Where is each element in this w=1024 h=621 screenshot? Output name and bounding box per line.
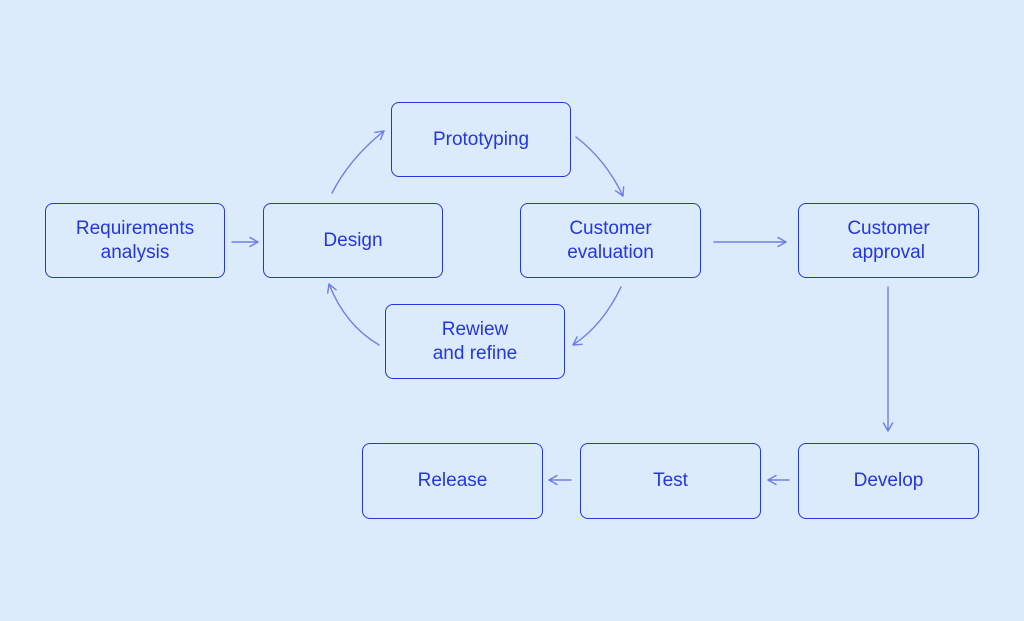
node-label: Rewiew and refine: [432, 318, 518, 364]
node-develop: Develop: [798, 443, 979, 519]
node-label: Customer evaluation: [567, 217, 654, 263]
node-customer-approval: Customer approval: [798, 203, 979, 278]
node-label: Design: [323, 229, 383, 251]
arrow-prototyping-to-evaluation: [575, 136, 625, 197]
arrow-review-to-design: [327, 283, 380, 346]
arrow-evaluation-to-review: [572, 286, 622, 346]
node-label: Develop: [853, 470, 924, 491]
node-label: Test: [653, 470, 688, 491]
node-label: Requirements analysis: [75, 217, 195, 263]
node-review-and-refine: Rewiew and refine: [385, 304, 565, 379]
node-customer-evaluation: Customer evaluation: [520, 203, 701, 278]
node-label: Release: [417, 470, 488, 491]
arrow-design-to-prototyping: [331, 130, 385, 194]
node-release: Release: [362, 443, 543, 519]
node-prototyping: Prototyping: [391, 102, 571, 177]
node-label: Prototyping: [432, 128, 530, 150]
node-requirements-analysis: Requirements analysis: [45, 203, 225, 278]
node-test: Test: [580, 443, 761, 519]
node-label: Customer approval: [847, 217, 930, 263]
node-design: Design: [263, 203, 443, 278]
